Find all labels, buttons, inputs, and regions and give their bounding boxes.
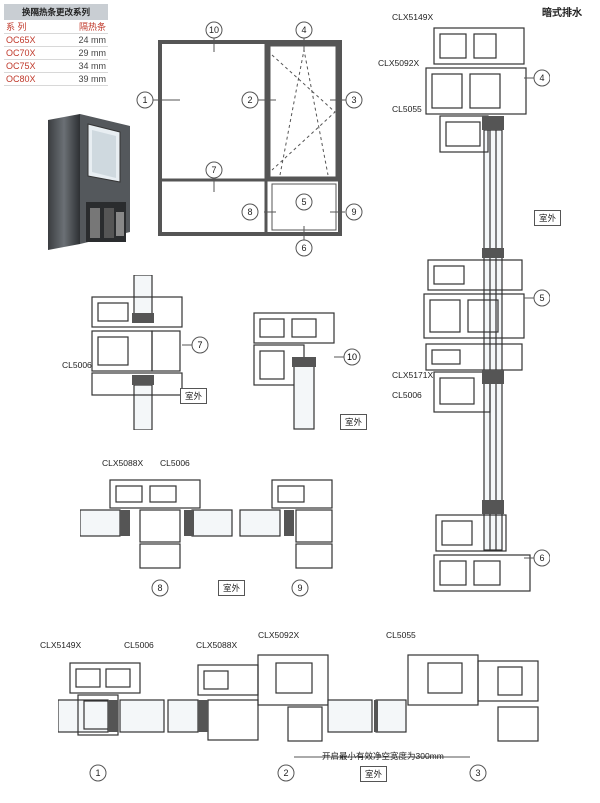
outdoor-label-10: 室外 (340, 414, 368, 430)
dimension-note: 开启最小有效净空宽度为300mm (322, 751, 444, 761)
section-marker-6: 6 (539, 553, 544, 563)
marker-2: 2 (247, 95, 252, 105)
series-cell: OC75X (4, 59, 58, 73)
series-table-title: 换隔热条更改系列 (4, 4, 108, 20)
section-marker-9: 9 (297, 583, 302, 593)
strip-col-header: 隔热条 (57, 20, 108, 34)
outdoor-label: 室外 (534, 210, 562, 226)
strip-cell: 29 mm (57, 46, 108, 60)
profile-label-clx5171x: CLX5171X (392, 370, 434, 380)
bottom-marker-3: 3 (475, 768, 480, 778)
marker-3: 3 (351, 95, 356, 105)
bottom-marker-1: 1 (95, 768, 100, 778)
marker-1: 1 (142, 95, 147, 105)
marker-10: 10 (209, 25, 219, 35)
profile-label-cl5055: CL5055 (392, 104, 422, 114)
series-cell: OC70X (4, 46, 58, 60)
vertical-section-drawing: 4 5 6 (423, 27, 550, 592)
profile-label-clx5149x: CLX5149X (392, 12, 434, 22)
strip-cell: 34 mm (57, 59, 108, 73)
marker-8: 8 (247, 207, 252, 217)
bottom-label-cl5055: CL5055 (386, 630, 416, 640)
outdoor-label-7: 室外 (180, 388, 208, 404)
section-marker-4: 4 (539, 73, 544, 83)
strip-cell: 39 mm (57, 72, 108, 86)
bottom-label-cl5006: CL5006 (124, 640, 154, 650)
bottom-label-clx5092x: CLX5092X (258, 630, 300, 640)
bottom-label-clx5088x: CLX5088X (196, 640, 238, 650)
marker-7: 7 (211, 165, 216, 175)
profile-label-8-clx5088x: CLX5088X (102, 458, 144, 468)
section-8-9-drawing: 8 9 (80, 479, 333, 597)
section-marker-7: 7 (197, 340, 202, 350)
profile-corner-photo (48, 114, 130, 250)
section-marker-5: 5 (539, 293, 544, 303)
outdoor-label-bottom: 室外 (360, 766, 388, 782)
section-7-drawing: 7 (91, 275, 209, 430)
bottom-label-clx5149x: CLX5149X (40, 640, 82, 650)
profile-label-8-cl5006: CL5006 (160, 458, 190, 468)
outdoor-label-8-9: 室外 (218, 580, 246, 596)
section-marker-8: 8 (157, 583, 162, 593)
series-cell: OC65X (4, 33, 58, 47)
horizontal-section-drawing: 1 2 3 (58, 654, 539, 782)
window-elevation: 10 4 1 2 3 7 8 5 9 6 (136, 21, 363, 257)
strip-cell: 24 mm (57, 33, 108, 47)
profile-label-7-cl5006: CL5006 (62, 360, 92, 370)
marker-9: 9 (351, 207, 356, 217)
series-col-header: 系 列 (4, 20, 58, 34)
marker-5: 5 (301, 197, 306, 207)
profile-label-cl5006: CL5006 (392, 390, 422, 400)
section-marker-10: 10 (347, 352, 357, 362)
marker-6: 6 (301, 243, 306, 253)
drainage-title: 暗式排水 (542, 8, 582, 19)
section-10-drawing: 10 (253, 312, 361, 430)
series-cell: OC80X (4, 72, 58, 86)
profile-label-clx5092x: CLX5092X (378, 58, 420, 68)
bottom-marker-2: 2 (283, 768, 288, 778)
marker-4: 4 (301, 25, 306, 35)
